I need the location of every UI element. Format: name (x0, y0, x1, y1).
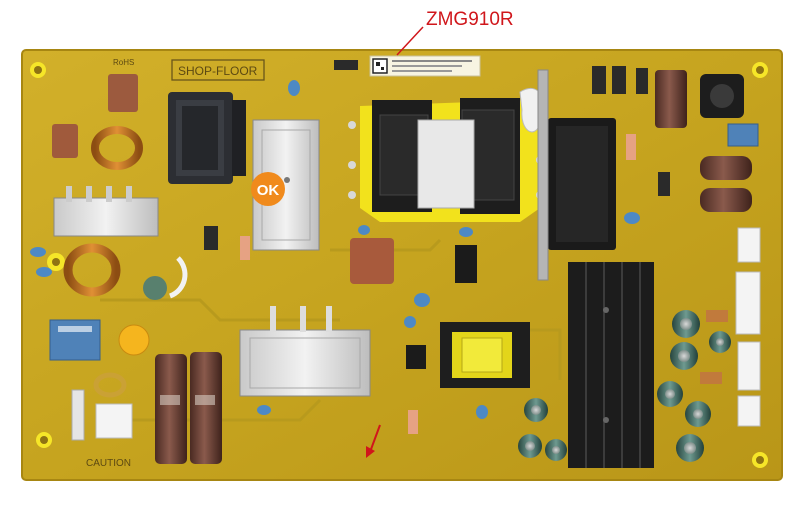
rohs-mark: RoHS (113, 58, 134, 67)
input-filter-bracket (53, 186, 159, 237)
output-capacitors-top (655, 70, 752, 212)
ok-sticker-label: OK (257, 182, 280, 199)
varistor (118, 324, 150, 356)
toroid-coils (63, 126, 143, 398)
barcode-label (369, 55, 481, 77)
main-transformer (348, 98, 544, 222)
silkscreen-frame: SHOP-FLOOR (171, 59, 265, 81)
film-capacitors (52, 74, 394, 284)
bulk-capacitor-2 (190, 352, 222, 464)
common-mode-choke (700, 74, 744, 118)
output-rectifier-block (548, 118, 616, 250)
output-capacitors-green (518, 310, 731, 462)
small-ceramic-capacitors (30, 80, 640, 419)
finned-heatsink (568, 262, 654, 468)
ok-sticker: OK (251, 172, 285, 206)
metal-bracket (537, 69, 549, 281)
caution-text: CAUTION (86, 458, 131, 469)
pfc-choke (168, 92, 246, 184)
red-pointer-arrow (366, 424, 381, 458)
fuse (71, 389, 85, 441)
callout-leader-line (396, 26, 424, 56)
output-connectors (95, 227, 761, 439)
silkscreen-shop-floor: SHOP-FLOOR (178, 64, 258, 78)
controller-ics (406, 245, 477, 369)
heatsink-plate-bottom (239, 306, 371, 397)
white-wire (168, 256, 188, 299)
standby-transformer (440, 322, 530, 388)
bulk-capacitor-1 (155, 354, 187, 464)
part-number-callout: ZMG910R (426, 9, 514, 30)
thermistor (143, 276, 167, 300)
x-capacitors-blue (49, 123, 759, 361)
axial-components (204, 60, 728, 434)
